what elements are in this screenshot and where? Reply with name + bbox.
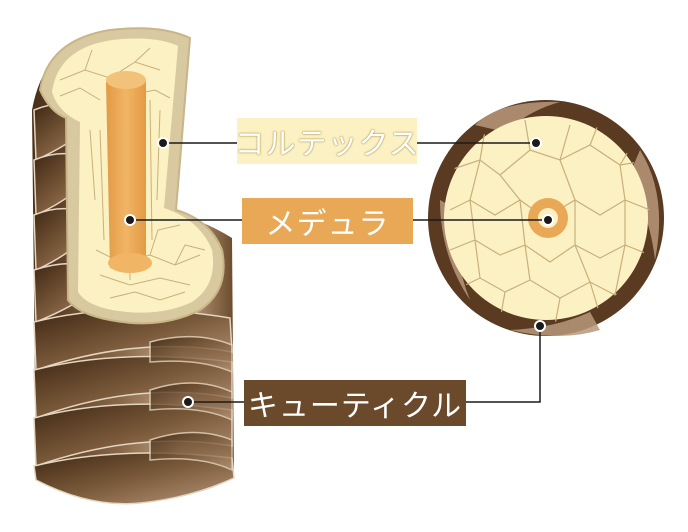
hair-shaft <box>32 27 235 505</box>
medulla-top <box>106 71 146 89</box>
cortex-dot-right <box>530 137 542 149</box>
cuticle-dot-right <box>534 320 546 332</box>
cuticle-dot-left <box>182 396 194 408</box>
leader-dots <box>124 137 554 408</box>
medulla-label: メデュラ <box>242 198 413 244</box>
medulla-core <box>106 74 146 270</box>
cuticle-label: キューティクル <box>244 380 466 426</box>
medulla-bottom <box>108 253 152 273</box>
cortex-dot-left <box>157 137 169 149</box>
cuticle-leader-right <box>466 326 541 403</box>
medulla-dot-left <box>124 214 136 226</box>
leader-lines <box>130 142 548 403</box>
cortex-label: コルテックス <box>234 118 419 164</box>
medulla-dot-right <box>542 214 554 226</box>
